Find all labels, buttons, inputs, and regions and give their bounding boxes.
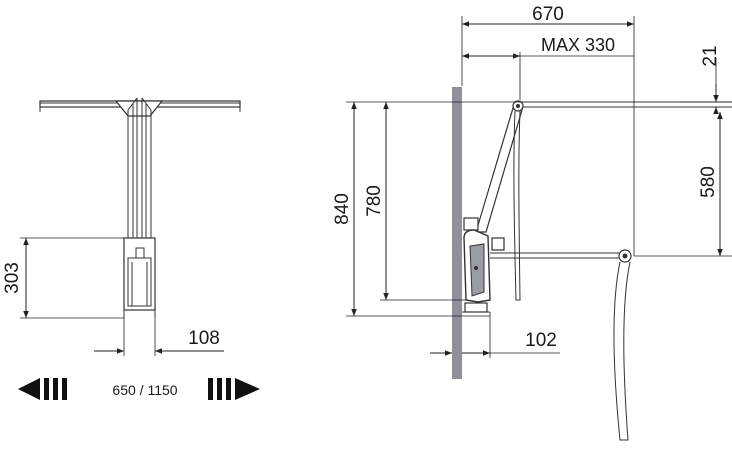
side-bracket xyxy=(462,217,505,313)
left-arrow-icon xyxy=(18,378,67,400)
max-extension-dimension: MAX 330 xyxy=(462,35,634,100)
bracket-depth-label: 102 xyxy=(525,330,557,351)
front-height-label: 303 xyxy=(2,262,23,294)
inner-height-dimension: 780 xyxy=(364,102,466,301)
lower-rod xyxy=(490,249,632,263)
front-view: 303 108 xyxy=(2,97,241,356)
front-bracket xyxy=(123,237,156,318)
rod-drop-dimension: 580 xyxy=(634,112,732,257)
front-rail xyxy=(39,100,241,117)
front-height-dimension: 303 xyxy=(2,237,124,319)
rod-drop-label: 580 xyxy=(698,166,719,198)
front-width-dimension: 108 xyxy=(94,318,224,356)
upper-rod xyxy=(520,101,732,108)
right-arrow-icon xyxy=(208,378,260,400)
lower-strap xyxy=(613,261,631,441)
side-view: 670 MAX 330 21 580 840 xyxy=(332,4,732,441)
front-width-label: 108 xyxy=(188,328,220,349)
total-height-label: 840 xyxy=(332,193,353,225)
width-range-indicator: 650 / 1150 xyxy=(18,378,260,400)
width-range-label: 650 / 1150 xyxy=(112,382,177,398)
inner-height-label: 780 xyxy=(364,185,385,217)
upper-arm xyxy=(475,100,524,233)
top-offset-label: 21 xyxy=(700,45,721,66)
total-height-dimension: 840 xyxy=(332,101,520,317)
depth-label: 670 xyxy=(532,4,564,25)
depth-dimension: 670 xyxy=(461,4,635,256)
upper-strap xyxy=(513,110,521,301)
max-extension-label: MAX 330 xyxy=(541,35,615,55)
top-offset-dimension: 21 xyxy=(680,45,732,114)
wall xyxy=(452,87,462,379)
bracket-depth-dimension: 102 xyxy=(430,312,560,358)
